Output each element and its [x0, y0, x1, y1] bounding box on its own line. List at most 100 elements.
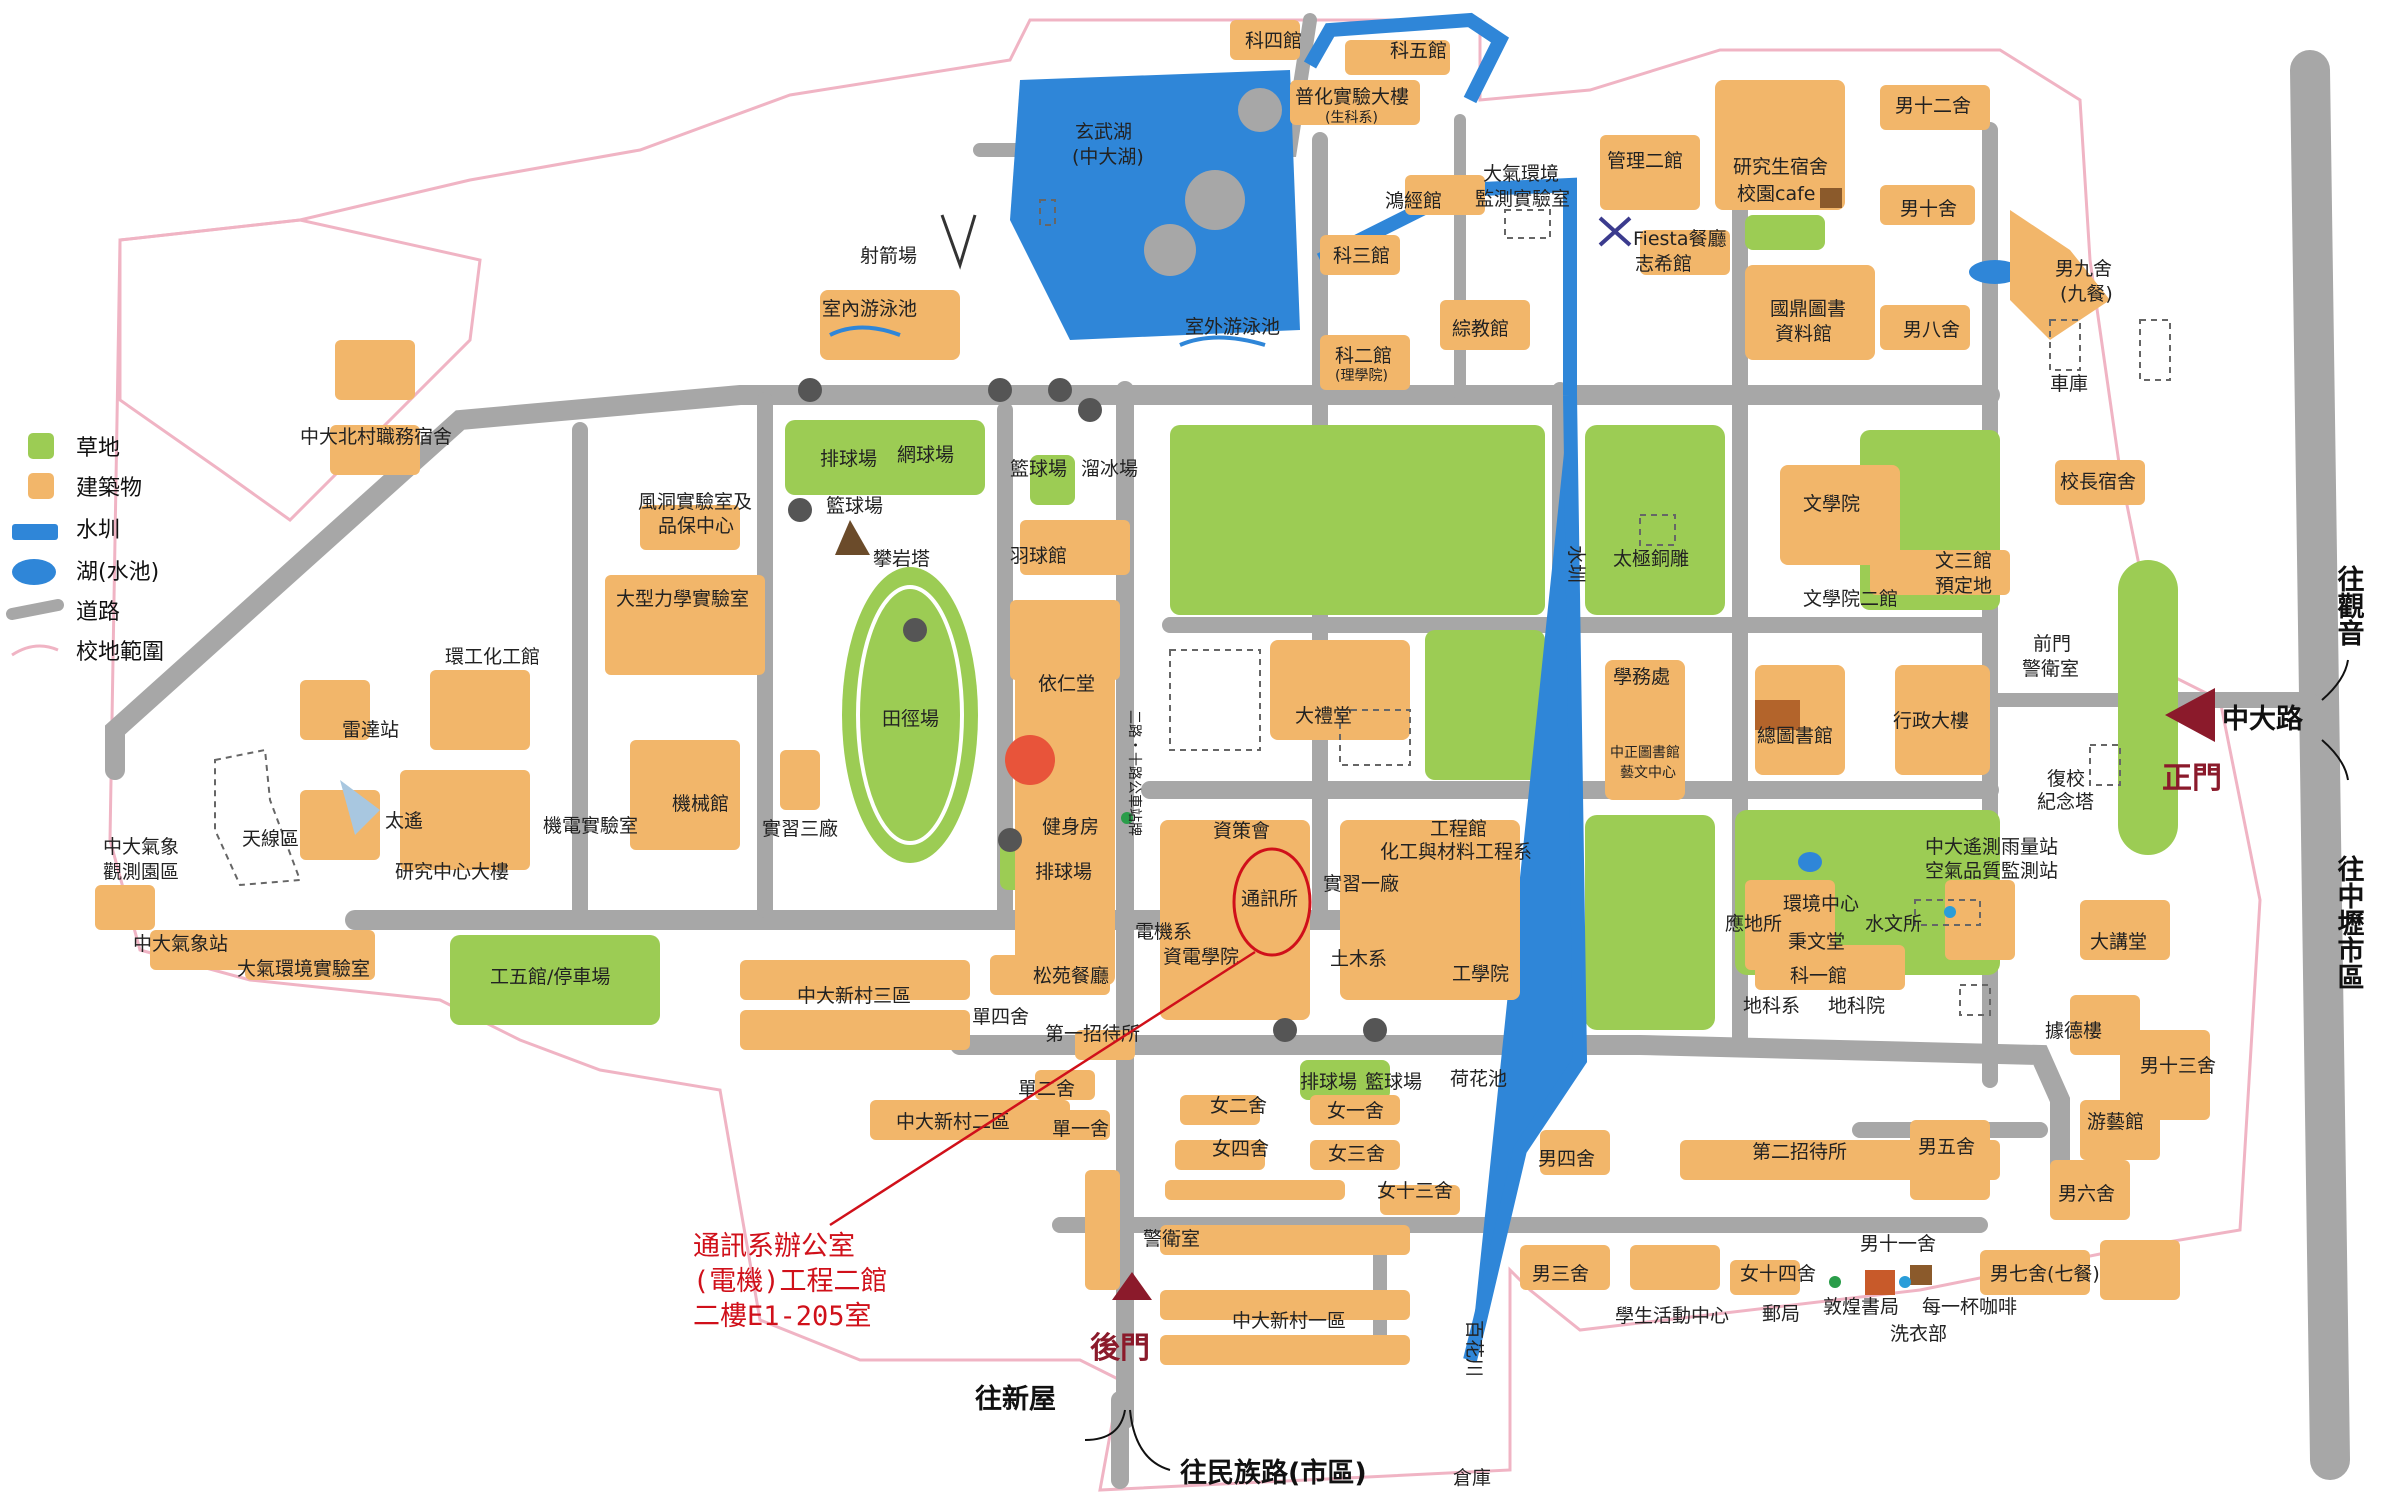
- label-single1: 單一舍: [1052, 1118, 1109, 1140]
- label-guest2: 第二招待所: [1752, 1141, 1847, 1163]
- sports-icons: [340, 188, 1956, 1295]
- label-weather-station: 中大氣象站: [133, 933, 228, 955]
- boundary-swatch-icon: [11, 644, 59, 657]
- label-beicun: 中大北村職務宿舍: [300, 426, 452, 448]
- label-xinchun3: 中大新村三區: [797, 985, 911, 1007]
- legend: 草地 建築物 水圳 湖(水池) 道路 校地範圍: [6, 433, 164, 665]
- label-fuxiao-1: 復校: [2047, 768, 2085, 790]
- label-academic: 學務處: [1613, 666, 1670, 688]
- label-weather-obs-1: 中大氣象: [103, 836, 179, 858]
- label-hydro: 水文所: [1865, 913, 1922, 935]
- label-yiren: 依仁堂: [1038, 673, 1095, 695]
- library-books-icon: [1755, 700, 1800, 730]
- annotation-line3: 二樓E1-205室: [693, 1301, 872, 1332]
- label-xinchun1: 中大新村一區: [1232, 1310, 1346, 1332]
- annotation-pointer: [829, 950, 1256, 1227]
- bus-stop-icon: [1121, 812, 1133, 824]
- legend-road: 道路: [76, 600, 120, 625]
- lake-swatch-icon: [12, 559, 56, 585]
- label-lotus: 荷花池: [1450, 1068, 1507, 1090]
- grass-areas: [450, 215, 2178, 1100]
- label-w14: 女十四舍: [1740, 1263, 1816, 1285]
- label-eng-bldg: 工程館: [1430, 818, 1487, 840]
- label-weather-obs-2: 觀測園區: [103, 861, 179, 883]
- label-ke1: 科一館: [1790, 965, 1847, 987]
- label-zhongzheng-2: 藝文中心: [1620, 765, 1676, 781]
- back-gate-label: 後門: [1090, 1331, 1150, 1366]
- label-fiesta: Fiesta餐廳: [1633, 228, 1727, 250]
- label-garage: 車庫: [2050, 373, 2088, 395]
- label-m9-sub: (九餐): [2060, 283, 2113, 305]
- label-guoding-2: 資料館: [1775, 323, 1832, 345]
- front-gate-marker-icon: [2165, 688, 2215, 742]
- planned-areas: [214, 199, 2171, 1016]
- label-basketball-2: 籃球場: [1010, 458, 1067, 480]
- grass-swatch-icon: [28, 433, 54, 459]
- label-earth-sci: 地科系: [1743, 995, 1800, 1017]
- label-w3: 女三舍: [1328, 1143, 1385, 1165]
- label-zice: 資策會: [1213, 820, 1270, 842]
- label-lake-1: 玄武湖: [1075, 121, 1132, 143]
- label-liberal2: 文學院二館: [1803, 588, 1898, 610]
- label-post: 郵局: [1762, 1303, 1800, 1325]
- label-wen3-2: 預定地: [1935, 575, 1992, 597]
- label-grad-1: 研究生宿舍: [1733, 156, 1828, 178]
- label-student-center: 學生活動中心: [1615, 1305, 1729, 1327]
- label-volleyball-3: 排球場: [1300, 1071, 1357, 1093]
- label-volleyball-1: 排球場: [820, 448, 877, 470]
- arrow-left-icon: [1084, 1409, 1126, 1441]
- label-basketball-1: 籃球場: [826, 495, 883, 517]
- buildings: [95, 20, 2210, 1365]
- label-guest1: 第一招待所: [1045, 1023, 1140, 1045]
- label-xinchun2: 中大新村二區: [896, 1111, 1010, 1133]
- label-zongjiao: 綜教館: [1452, 318, 1509, 340]
- label-indoor-pool: 室內游泳池: [822, 298, 917, 320]
- label-mech-lab: 機電實驗室: [543, 815, 638, 837]
- label-ke-si: 科四館: [1245, 30, 1302, 52]
- gates-and-directions: 正門 後門 中大路 往觀音 往中壢市區 往新屋 往民族路(市區): [975, 564, 2364, 1489]
- label-ke-er-sub: (理學院): [1335, 368, 1388, 384]
- post-office-icon: [1829, 1276, 1841, 1288]
- label-track: 田徑場: [882, 708, 939, 730]
- label-tennis: 網球場: [897, 444, 954, 466]
- label-lecture-hall: 大講堂: [2090, 931, 2147, 953]
- arrow-up-icon: [2321, 659, 2349, 701]
- legend-building: 建築物: [76, 476, 142, 501]
- gym-icon: [1005, 735, 1055, 785]
- label-ke-er: 科二館: [1335, 345, 1392, 367]
- label-remote-1: 中大遙測雨量站: [1925, 836, 2058, 858]
- label-front-guard-1: 前門: [2033, 633, 2071, 655]
- to-guanyin-label: 往觀音: [2333, 564, 2365, 646]
- label-bus-stop: 二路・十路公車站牌: [1126, 710, 1143, 836]
- to-zhongli-label: 往中壢市區: [2333, 854, 2365, 990]
- label-w1: 女一舍: [1327, 1100, 1384, 1122]
- label-outdoor-pool: 室外游泳池: [1185, 316, 1280, 338]
- label-eng5: 工五館/停車場: [490, 966, 610, 988]
- label-comm: 通訊所: [1241, 888, 1298, 910]
- label-youyi: 游藝館: [2087, 1111, 2144, 1133]
- label-practice1: 實習一廠: [1323, 872, 1399, 895]
- label-taiyao: 太遙: [385, 810, 423, 832]
- label-hong-jing: 鴻經館: [1385, 190, 1442, 212]
- label-ke-san: 科三館: [1333, 245, 1390, 267]
- label-wind-2: 品保中心: [658, 515, 734, 537]
- canal-swatch-icon: [12, 524, 58, 540]
- legend-grass: 草地: [76, 436, 120, 461]
- to-minzu-label: 往民族路(市區): [1180, 1457, 1367, 1489]
- back-gate-marker-icon: [1112, 1272, 1152, 1300]
- label-w2: 女二舍: [1210, 1095, 1267, 1117]
- label-laundry: 洗衣部: [1890, 1323, 1947, 1345]
- label-single2a: 單二舍: [1018, 1078, 1075, 1100]
- label-judeh: 據德樓: [2045, 1020, 2102, 1042]
- building-swatch-icon: [28, 473, 54, 499]
- label-fuxiao-2: 紀念塔: [2037, 790, 2094, 813]
- label-m4: 男四舍: [1538, 1148, 1595, 1170]
- label-wen3-1: 文三館: [1935, 550, 1992, 572]
- label-research-center: 研究中心大樓: [395, 861, 509, 883]
- label-grad-2: 校園cafe: [1737, 183, 1815, 205]
- label-m12: 男十二舍: [1895, 95, 1971, 117]
- label-bingwen: 秉文堂: [1788, 931, 1845, 953]
- front-gate-label: 正門: [2162, 761, 2222, 796]
- label-m11: 男十一舍: [1860, 1233, 1936, 1255]
- label-guoding-1: 國鼎圖書: [1770, 298, 1846, 320]
